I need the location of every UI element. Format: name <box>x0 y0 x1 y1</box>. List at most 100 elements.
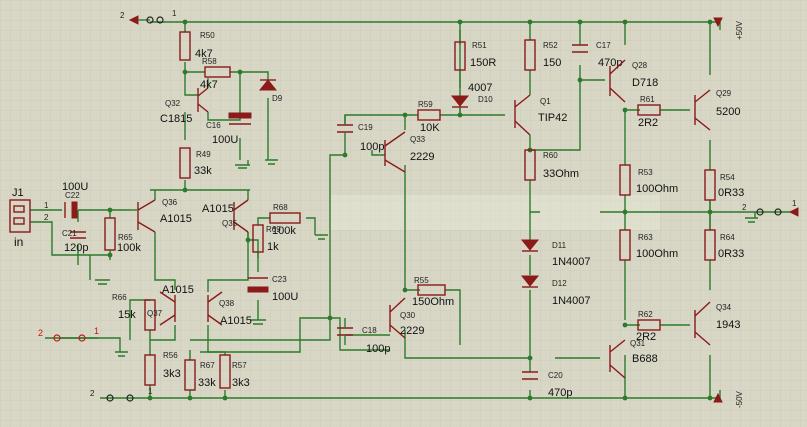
c19-ref: C19 <box>358 123 373 132</box>
diode-d10[interactable]: D10 4007 <box>450 82 493 108</box>
r55-value: 150Ohm <box>412 296 454 308</box>
r57-ref: R57 <box>232 361 247 370</box>
c17-ref: C17 <box>596 41 611 50</box>
resistor-r61[interactable]: R61 2R2 <box>637 95 661 129</box>
transistor-q30[interactable]: Q30 2229 <box>389 297 424 339</box>
terminal-output-pin-a: 2 <box>742 203 747 212</box>
transistor-q38[interactable]: Q38 A1015 <box>207 291 252 327</box>
resistor-r50[interactable]: R50 4k7 <box>179 31 215 61</box>
connector-j1[interactable]: J1 in 1 2 <box>9 187 49 249</box>
q34-ref: Q34 <box>716 303 732 312</box>
capacitor-c19[interactable]: C19 100p <box>337 115 384 155</box>
transistor-q35[interactable]: Q35 A1015 <box>202 199 249 233</box>
resistor-r64[interactable]: R64 0R33 <box>704 229 744 261</box>
r49-ref: R49 <box>196 150 211 159</box>
q28-ref: Q28 <box>632 61 648 70</box>
r59-value: 10K <box>420 122 440 134</box>
q34-value: 1943 <box>716 319 740 331</box>
resistor-r54[interactable]: R54 0R33 <box>704 169 744 201</box>
resistor-r68[interactable]: R68 100k <box>269 203 301 237</box>
diode-d12[interactable]: D12 1N4007 <box>520 275 591 307</box>
transistor-q33[interactable]: Q33 2229 <box>384 131 434 173</box>
resistor-r51[interactable]: R51 150R <box>454 41 496 71</box>
q29-ref: Q29 <box>716 89 732 98</box>
resistor-r59[interactable]: R59 10K <box>417 100 441 134</box>
c22-value: 100U <box>62 181 88 193</box>
r63-ref: R63 <box>638 233 653 242</box>
resistor-r63[interactable]: R63 100Ohm <box>619 229 678 261</box>
q35-ref: Q35 <box>222 219 238 228</box>
resistor-r65[interactable]: R65 100k <box>104 217 141 254</box>
r53-ref: R53 <box>638 168 653 177</box>
rail-neg: -50V <box>713 390 744 408</box>
r68-value: 100k <box>272 225 296 237</box>
c23-ref: C23 <box>272 275 287 284</box>
transistor-q28[interactable]: Q28 D718 <box>609 59 658 103</box>
resistor-r58[interactable]: R58 4k7 <box>200 57 231 91</box>
resistor-r62[interactable]: R62 2R2 <box>636 310 661 343</box>
r54-ref: R54 <box>720 173 735 182</box>
diode-d11[interactable]: D11 1N4007 <box>520 239 591 268</box>
terminal-bottom-pin-a: 2 <box>90 389 95 398</box>
c23-value: 100U <box>272 291 298 303</box>
capacitor-c18[interactable]: C18 100p <box>337 318 390 355</box>
resistor-r56[interactable]: R56 3k3 <box>144 351 181 386</box>
r69-value: 1k <box>267 241 279 253</box>
resistor-r69[interactable]: R69 1k <box>252 224 281 253</box>
r62-ref: R62 <box>638 310 653 319</box>
rail-neg-label: -50V <box>735 390 744 408</box>
capacitor-c16[interactable]: C16 100U <box>206 112 252 146</box>
resistor-r49[interactable]: R49 33k <box>179 147 212 179</box>
resistor-r66[interactable]: R66 15k <box>112 293 156 331</box>
transistor-q34[interactable]: Q34 1943 <box>694 301 740 346</box>
r69-ref: R69 <box>266 225 281 234</box>
transistor-q29[interactable]: Q29 5200 <box>694 89 740 131</box>
rail-pos: +50V <box>713 17 744 40</box>
d10-ref: D10 <box>478 95 493 104</box>
terminal-input2-pin-a: 2 <box>38 328 43 338</box>
r67-value: 33k <box>198 377 216 389</box>
r65-value: 100k <box>117 242 141 254</box>
d10-value: 4007 <box>468 82 492 94</box>
capacitor-c22[interactable]: C22 100U <box>62 181 88 219</box>
d11-ref: D11 <box>552 241 567 250</box>
c18-ref: C18 <box>362 326 377 335</box>
c17-value: 470p <box>598 57 622 69</box>
capacitor-c23[interactable]: C23 100U <box>247 275 298 303</box>
r64-ref: R64 <box>720 233 735 242</box>
r51-ref: R51 <box>472 41 487 50</box>
terminal-top[interactable]: 2 1 <box>120 9 177 25</box>
terminal-output[interactable]: 2 1 <box>742 199 799 217</box>
capacitor-c20[interactable]: C20 470p <box>522 371 572 399</box>
q35-value: A1015 <box>202 203 234 215</box>
q38-ref: Q38 <box>219 299 235 308</box>
d11-value: 1N4007 <box>552 256 591 268</box>
r50-ref: R50 <box>200 31 215 40</box>
r54-value: 0R33 <box>718 187 744 199</box>
terminal-input2[interactable]: 2 1 <box>38 326 99 342</box>
terminal-top-pin-b: 1 <box>172 9 177 18</box>
transistor-q31[interactable]: Q31 B688 <box>609 339 658 379</box>
transistor-q32[interactable]: Q32 C1815 <box>160 87 209 125</box>
transistor-q37[interactable]: Q37 A1015 <box>147 284 194 326</box>
resistor-r53[interactable]: R53 100Ohm <box>619 164 678 196</box>
q36-value: A1015 <box>160 213 192 225</box>
c22-ref: C22 <box>65 191 80 200</box>
j1-ref: J1 <box>12 187 24 199</box>
c20-ref: C20 <box>548 371 563 380</box>
q28-value: D718 <box>632 77 658 89</box>
resistor-r57[interactable]: R57 3k3 <box>219 354 250 389</box>
transistor-q36[interactable]: Q36 A1015 <box>130 198 192 233</box>
transistor-q1[interactable]: Q1 TIP42 <box>514 94 567 136</box>
resistor-r60[interactable]: R60 33Ohm <box>524 149 579 181</box>
terminal-bottom[interactable]: 2 1 <box>90 387 153 402</box>
q37-ref: Q37 <box>147 309 163 318</box>
capacitor-c17[interactable]: C17 470p <box>572 41 622 69</box>
diode-d9[interactable]: D9 <box>258 79 283 103</box>
resistor-r52[interactable]: R52 150 <box>524 39 561 71</box>
resistor-r67[interactable]: R67 33k <box>184 359 216 391</box>
capacitor-c21[interactable]: C21 120p <box>62 229 88 254</box>
r56-value: 3k3 <box>163 368 181 380</box>
resistor-r55[interactable]: R55 150Ohm <box>412 276 454 308</box>
r59-ref: R59 <box>418 100 433 109</box>
